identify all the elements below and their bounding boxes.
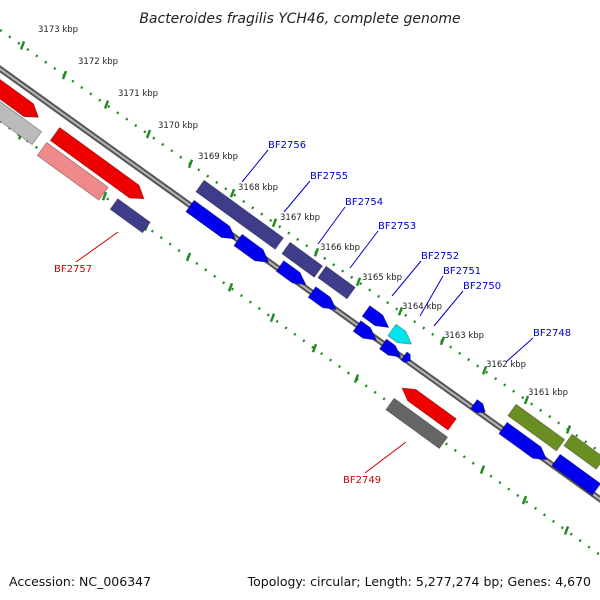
gene-bf2755 (281, 241, 324, 278)
gene-leader-line (391, 260, 422, 297)
gene-reverse-feature (36, 141, 109, 201)
gene-forward-feature (307, 286, 337, 311)
tick-dash (269, 313, 276, 323)
gene-grey-feature (0, 100, 43, 146)
gene-leader-line (433, 290, 464, 327)
upper-dotted-rail (0, 28, 600, 454)
gene-label-bf2755[interactable]: BF2755 (310, 171, 348, 182)
gene-leader-line (75, 231, 119, 263)
accession-text: Accession: NC_006347 (9, 574, 151, 589)
tick-label: 3173 kbp (38, 25, 78, 35)
tick-dash (311, 343, 318, 353)
gene-leader-line (364, 441, 407, 474)
gene-forward-feature (563, 433, 600, 470)
gene-forward-feature (109, 198, 151, 234)
tick-label: 3167 kbp (280, 213, 320, 223)
gene-forward-feature (233, 233, 270, 263)
tick-label: 3164 kbp (402, 302, 442, 312)
lower-dotted-rail (0, 119, 600, 557)
tick-dash (271, 218, 278, 228)
gene-bf2756 (195, 179, 284, 250)
gene-label-bf2754[interactable]: BF2754 (345, 197, 383, 208)
tick-dash (481, 365, 488, 375)
gene-forward-feature (498, 421, 548, 461)
gene-leader-line (419, 275, 444, 317)
tick-dash (479, 465, 486, 475)
gene-label-bf2753[interactable]: BF2753 (378, 221, 416, 232)
tick-dash (61, 70, 68, 80)
tick-dash (353, 374, 360, 383)
gene-label-bf2751[interactable]: BF2751 (443, 266, 481, 277)
gene-bf2748 (507, 403, 566, 452)
tick-label: 3161 kbp (528, 388, 568, 398)
tick-dash (145, 129, 152, 139)
gene-label-bf2757[interactable]: BF2757 (54, 264, 92, 275)
tick-dash (313, 247, 320, 257)
tick-dash (565, 425, 572, 434)
gene-forward-feature (378, 338, 402, 358)
gene-label-bf2749[interactable]: BF2749 (343, 475, 381, 486)
gene-label-bf2748[interactable]: BF2748 (533, 328, 571, 339)
tick-dash (185, 252, 192, 262)
gene-label-bf2752[interactable]: BF2752 (421, 251, 459, 262)
tick-dash (229, 188, 236, 198)
gene-forward-feature (275, 260, 307, 286)
tick-dash (521, 495, 528, 505)
gene-grey-feature (385, 397, 449, 450)
tick-label: 3166 kbp (320, 243, 360, 253)
tick-dash (397, 306, 404, 316)
gene-bf2756-lower (185, 199, 236, 240)
tick-rails (0, 28, 600, 557)
gene-labels: BF2756BF2755BF2754BF2753BF2752BF2751BF27… (54, 140, 571, 486)
gene-bf2749 (401, 387, 457, 431)
gene-leader-line (505, 337, 534, 363)
gene-leader-line (349, 230, 379, 269)
tick-dash (439, 336, 446, 346)
map-title: Bacteroides fragilis YCH46, complete gen… (139, 11, 460, 27)
tick-label: 3162 kbp (486, 360, 526, 370)
gene-reverse-feature (0, 78, 40, 118)
tick-label: 3172 kbp (78, 57, 118, 67)
gene-label-bf2756[interactable]: BF2756 (268, 140, 306, 151)
gene-bf2752 (361, 305, 390, 328)
gene-bf2751 (387, 323, 413, 345)
gene-forward-feature (352, 320, 378, 341)
tick-dash (355, 277, 362, 287)
tick-label: 3168 kbp (238, 183, 278, 193)
gene-leader-line (241, 149, 269, 183)
tick-label: 3163 kbp (444, 331, 484, 341)
gene-bf2754 (317, 265, 356, 300)
gene-leader-line (283, 180, 311, 213)
gene-reverse-feature (49, 126, 145, 200)
gene-features (0, 78, 600, 496)
tick-dash (563, 525, 570, 535)
tick-label: 3169 kbp (198, 152, 238, 162)
tick-label: 3165 kbp (362, 273, 402, 283)
tick-dash (523, 395, 530, 405)
genome-summary-text: Topology: circular; Length: 5,277,274 bp… (247, 574, 591, 589)
gene-bf2750 (400, 351, 411, 363)
tick-dash (227, 282, 234, 292)
gene-forward-feature (470, 399, 486, 414)
tick-label: 3170 kbp (158, 121, 198, 131)
tick-dash (187, 159, 194, 169)
gene-forward-feature (551, 453, 600, 496)
gene-label-bf2750[interactable]: BF2750 (463, 281, 501, 292)
tick-dash (103, 100, 110, 109)
tick-dash (19, 41, 26, 50)
gene-leader-line (317, 206, 346, 245)
tick-dash (101, 191, 108, 201)
tick-marks: 3173 kbp 3172 kbp 3171 kbp 3170 kbp 3169 kbp… (17, 25, 572, 535)
tick-label: 3171 kbp (118, 89, 158, 99)
